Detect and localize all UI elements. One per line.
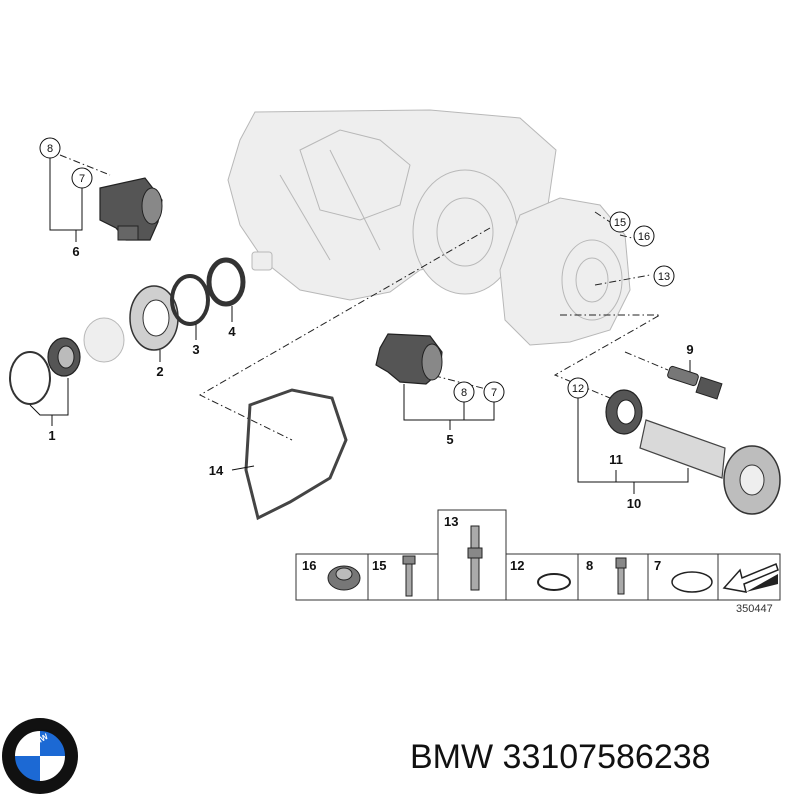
svg-text:14: 14 [209, 463, 224, 478]
callout-13: 13 [653, 265, 675, 287]
svg-text:8: 8 [586, 558, 593, 573]
part-3-ring [170, 274, 210, 326]
legend-cell-7: 7 [654, 558, 713, 593]
circle-callouts: 8 7 8 7 12 15 16 13 [39, 137, 675, 403]
legend-cell-13: 13 [444, 514, 483, 591]
leader-lines [29, 158, 691, 494]
svg-text:10: 10 [627, 496, 641, 511]
svg-text:11: 11 [609, 452, 623, 467]
differential-cover [499, 197, 631, 346]
callout-7-top: 7 [71, 167, 93, 189]
bmw-logo: BMW [2, 718, 78, 794]
svg-text:5: 5 [446, 432, 453, 447]
svg-text:16: 16 [638, 231, 650, 243]
svg-text:7: 7 [491, 387, 497, 399]
part-12-retainer [605, 389, 643, 435]
svg-text:13: 13 [658, 271, 670, 283]
brand-label: BMW [410, 738, 494, 776]
part-2-ring [129, 285, 179, 351]
ref-code: 350447 [736, 603, 773, 615]
part-1-seal-set [9, 337, 81, 405]
svg-text:16: 16 [302, 558, 316, 573]
o-ring [9, 351, 51, 405]
svg-text:9: 9 [686, 342, 693, 357]
callout-16: 16 [633, 225, 655, 247]
svg-text:3: 3 [192, 342, 199, 357]
bushing [83, 317, 125, 363]
part-14-gasket [244, 388, 348, 521]
part-10-flange-shaft [639, 419, 781, 515]
svg-text:2: 2 [156, 364, 163, 379]
svg-text:4: 4 [228, 324, 236, 339]
svg-text:7: 7 [654, 558, 661, 573]
legend-cell-15: 15 [372, 555, 416, 597]
svg-text:8: 8 [461, 387, 467, 399]
svg-text:7: 7 [79, 173, 85, 185]
callout-8-top: 8 [39, 137, 61, 159]
svg-text:6: 6 [72, 244, 79, 259]
part-9-sensor [667, 365, 723, 400]
svg-text:15: 15 [372, 558, 386, 573]
callout-15: 15 [609, 211, 631, 233]
callout-7-mid: 7 [483, 381, 505, 403]
number-callouts: 1 2 3 4 5 6 9 10 11 14 [48, 244, 693, 511]
part-4-ring [206, 257, 246, 307]
arrow-icon [722, 563, 779, 593]
svg-text:1: 1 [48, 428, 55, 443]
svg-text:8: 8 [47, 143, 53, 155]
callout-8-mid: 8 [453, 381, 475, 403]
svg-text:15: 15 [614, 217, 626, 229]
part-5-actuator [375, 333, 443, 385]
svg-text:12: 12 [510, 558, 524, 573]
part-6-actuator [99, 177, 163, 241]
differential-housing [227, 109, 557, 301]
legend-cell-16: 16 [302, 558, 361, 591]
part-number: 33107586238 [502, 738, 711, 776]
part-caption: BMW 33107586238 [410, 738, 711, 777]
svg-text:13: 13 [444, 514, 458, 529]
svg-text:12: 12 [572, 383, 584, 395]
legend-strip: 16 15 13 12 8 7 [295, 509, 781, 615]
legend-cell-8: 8 [586, 557, 627, 595]
legend-cell-12: 12 [510, 558, 571, 591]
callout-12: 12 [567, 377, 589, 399]
